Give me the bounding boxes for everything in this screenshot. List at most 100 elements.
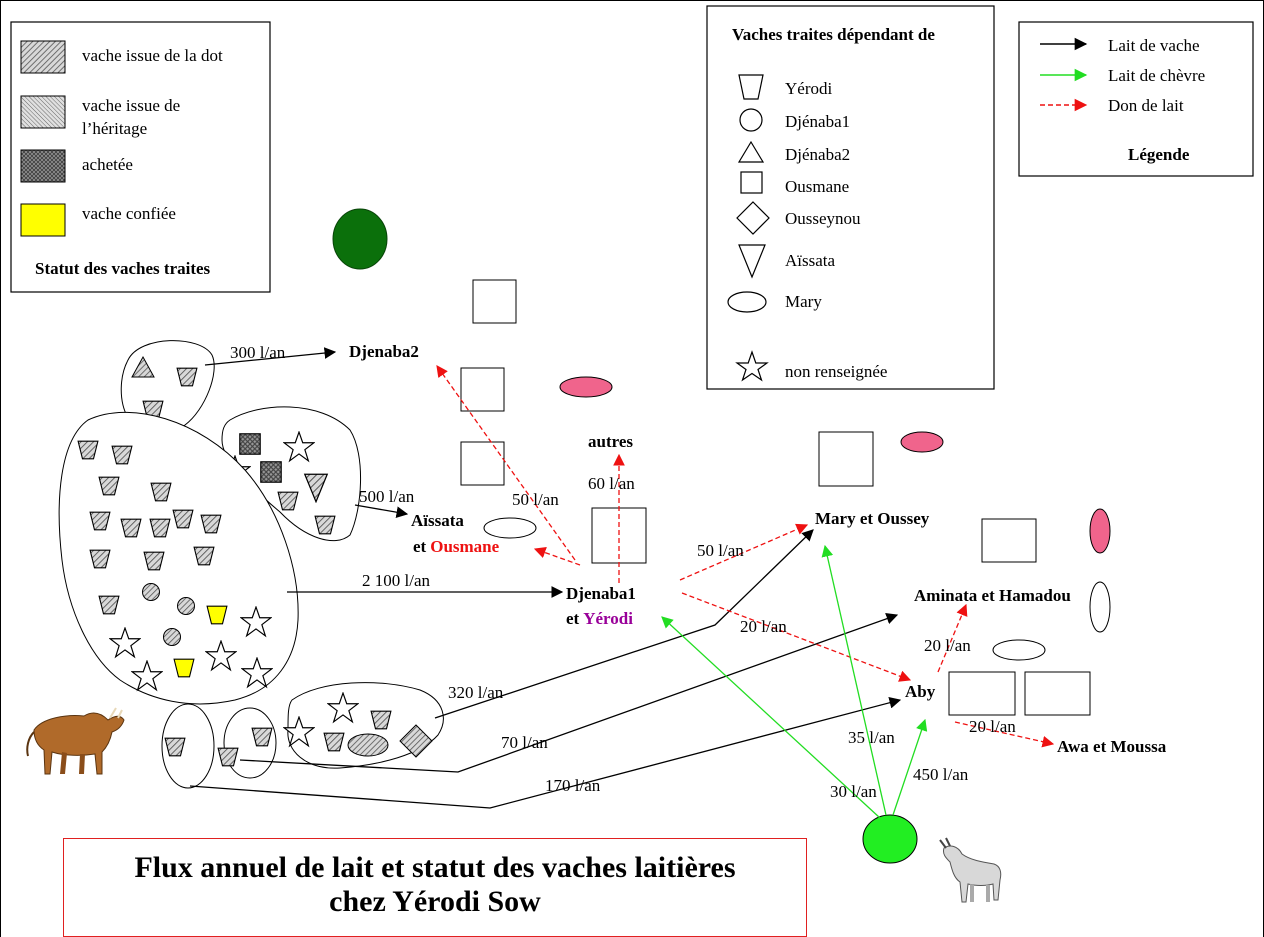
flow-arrow-red (954, 721, 1055, 748)
node-et-1: et (413, 537, 427, 556)
cow-group-mixed (283, 682, 444, 769)
mary-ellipse-2 (1089, 581, 1111, 633)
flow-arrow-green (661, 616, 881, 819)
flow-label-450: 450 l/an (913, 765, 969, 784)
flow-label-20b: 20 l/an (924, 636, 971, 655)
house-square-5 (818, 431, 874, 487)
cow-horns (109, 707, 123, 719)
owner-legend-box (706, 5, 995, 390)
goat-body (943, 845, 1002, 903)
diagram-title-line2: chez Yérodi Sow (329, 885, 541, 918)
owner-label-aissata: Aïssata (785, 251, 836, 270)
flow-label-500: 500 l/an (359, 487, 415, 506)
house-square-2 (460, 367, 505, 412)
mary-ellipse-1 (483, 517, 537, 539)
flow-arrow-red (679, 523, 809, 581)
goat-legs (970, 884, 990, 902)
mary-ellipse-3 (992, 639, 1046, 661)
cow-square (239, 433, 261, 455)
cow-square (260, 461, 282, 483)
node-autres: autres (588, 432, 633, 451)
status-label-heritage-2: l’héritage (82, 119, 147, 138)
diagram-title-box: Flux annuel de lait et statut des vaches… (63, 838, 807, 937)
cow-circle (177, 597, 195, 615)
flow-label-50a: 50 l/an (512, 490, 559, 509)
cow-ellipse (347, 733, 389, 757)
goat-horns (939, 837, 951, 849)
cow-legs (60, 752, 85, 774)
flow-arrow-black (189, 697, 902, 809)
owner-label-ousseynou: Ousseynou (785, 209, 861, 228)
swatch-confiee (20, 203, 66, 237)
cow-circle (163, 628, 181, 646)
owner-label-mary: Mary (785, 292, 822, 311)
node-aissata: Aïssata (411, 511, 464, 530)
cow-group-djenaba1 (58, 411, 299, 705)
node-aminata-hamadou: Aminata et Hamadou (914, 586, 1071, 605)
node-awa-moussa: Awa et Moussa (1057, 737, 1167, 756)
cow-group-aissata (219, 406, 362, 542)
status-label-dot: vache issue de la dot (82, 46, 223, 65)
flow-label-35: 35 l/an (848, 728, 895, 747)
diamond-icon (736, 201, 770, 235)
status-label-heritage: vache issue de (82, 96, 180, 115)
owner-legend-title: Vaches traites dépendant de (732, 25, 935, 44)
node-mary-oussey: Mary et Oussey (815, 509, 930, 528)
inverted-triangle-icon (738, 244, 766, 279)
house-square-1 (472, 279, 517, 324)
owner-label-djenaba2: Djénaba2 (785, 145, 850, 164)
flow-label-20a: 20 l/an (740, 617, 787, 636)
flow-legend-title: Légende (1128, 145, 1190, 164)
node-aby: Aby (905, 682, 936, 701)
cow-illustration (26, 707, 125, 775)
node-yerodi: Yérodi (583, 609, 633, 628)
cow-group-small-left (161, 703, 215, 789)
pink-ellipse-2 (900, 431, 944, 453)
flow-label-vache: Lait de vache (1108, 36, 1200, 55)
cow-diamond (399, 724, 433, 758)
dark-green-ellipse (332, 208, 388, 270)
goat-illustration (939, 837, 1002, 903)
cow-circle (142, 583, 160, 601)
flow-legend: Lait de vache Lait de chèvre Don de lait… (1018, 21, 1254, 177)
goat-milk-source-ellipse (862, 814, 918, 864)
node-et-2: et (566, 609, 580, 628)
triangle-icon (737, 140, 765, 163)
flow-arrow-black (239, 613, 899, 773)
flow-label-20c: 20 l/an (969, 717, 1016, 736)
swatch-achetee (20, 149, 66, 183)
flow-label-30: 30 l/an (830, 782, 877, 801)
status-legend: vache issue de la dot vache issue de l’h… (10, 21, 271, 293)
square-icon (740, 171, 763, 194)
flow-label-2100: 2 100 l/an (362, 571, 430, 590)
node-djenaba2: Djenaba2 (349, 342, 419, 361)
house-square-3 (460, 441, 505, 486)
cow-group-small-right (223, 707, 277, 779)
swatch-heritage (20, 95, 66, 129)
flow-legend-box (1018, 21, 1254, 177)
house-square-8 (1024, 671, 1091, 716)
star-icon (735, 350, 769, 382)
pink-ellipse-1 (559, 376, 613, 398)
flow-arrow-green (892, 718, 928, 816)
node-djenaba1: Djenaba1 (566, 584, 636, 603)
owner-label-non-renseignee: non renseignée (785, 362, 887, 381)
status-legend-title: Statut des vaches traites (35, 259, 211, 278)
diagram-title-line1: Flux annuel de lait et statut des vaches… (134, 851, 736, 884)
flow-arrow-red (937, 603, 968, 673)
owner-label-ousmane: Ousmane (785, 177, 849, 196)
trapezoid-icon (738, 74, 764, 100)
group-outline (58, 411, 299, 705)
ellipse-icon (727, 291, 767, 313)
flow-arrow-green (821, 544, 887, 816)
pink-ellipse-3 (1089, 508, 1111, 554)
flow-arrow-black (434, 529, 814, 719)
status-label-confiee: vache confiée (82, 204, 176, 223)
flow-label-chevre: Lait de chèvre (1108, 66, 1205, 85)
owner-label-yerodi: Yérodi (785, 79, 832, 98)
cow-body (33, 712, 125, 775)
house-square-6 (981, 518, 1037, 563)
flow-label-don: Don de lait (1108, 96, 1184, 115)
